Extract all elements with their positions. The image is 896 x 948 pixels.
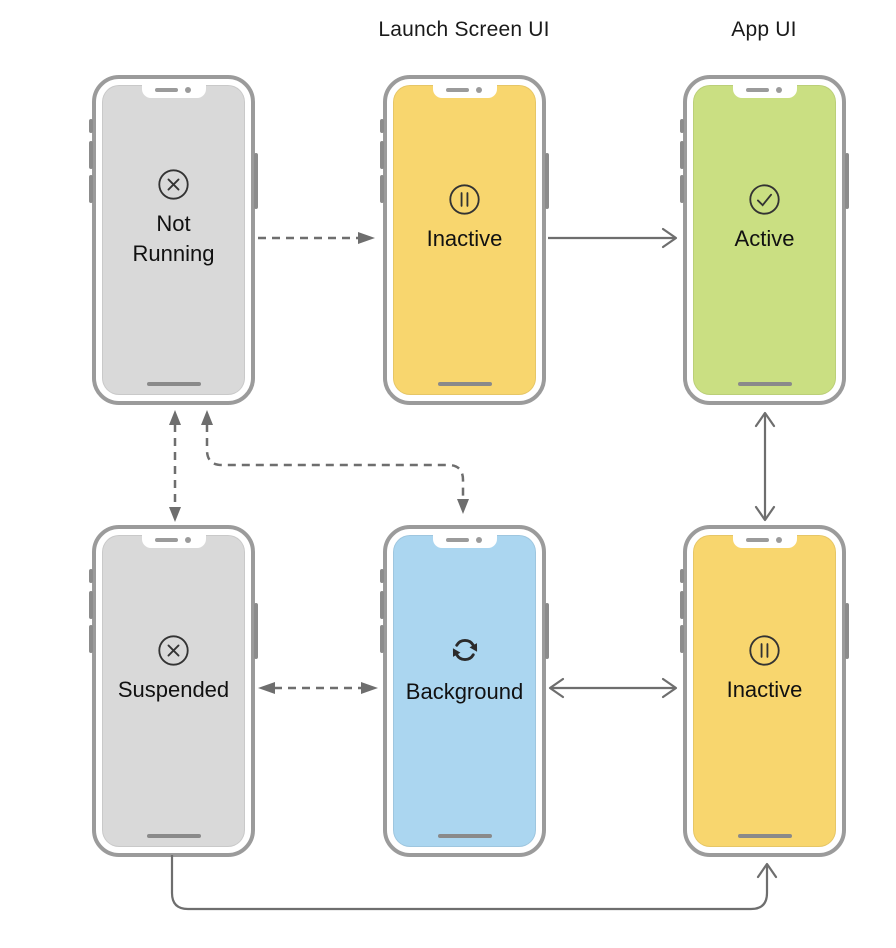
x-circle-icon <box>158 168 189 200</box>
power-button <box>845 603 849 659</box>
home-indicator <box>737 382 792 386</box>
speaker-icon <box>745 88 769 92</box>
notch <box>432 534 497 548</box>
volume-down-button <box>380 175 384 203</box>
column-header-app-ui: App UI <box>731 18 797 41</box>
speaker-icon <box>154 538 178 542</box>
state-label: Active <box>734 225 795 251</box>
speaker-icon <box>745 538 769 542</box>
phone-inactive-bottom: Inactive <box>680 525 849 857</box>
home-indicator <box>437 834 492 838</box>
notch <box>141 534 206 548</box>
notch <box>732 534 797 548</box>
state-label: Inactive <box>726 676 803 702</box>
refresh-icon <box>452 639 477 661</box>
home-indicator <box>737 834 792 838</box>
mute-switch <box>680 569 684 583</box>
arrow-suspended-to-inactive <box>170 855 778 911</box>
speaker-icon <box>445 538 469 542</box>
speaker-icon <box>445 88 469 92</box>
volume-down-button <box>89 625 93 653</box>
phone-screen: Suspended <box>102 534 245 847</box>
x-circle-icon <box>158 634 189 666</box>
arrow-not-running-background <box>201 410 469 514</box>
home-indicator <box>437 382 492 386</box>
phone-screen: Inactive <box>393 84 536 395</box>
phone-active: Active <box>680 75 849 405</box>
camera-icon <box>184 87 191 93</box>
home-indicator <box>146 834 201 838</box>
arrow-active-inactive <box>754 411 776 522</box>
mute-switch <box>380 119 384 133</box>
home-indicator <box>146 382 201 386</box>
power-button <box>254 603 258 659</box>
pause-circle-icon <box>749 634 780 666</box>
volume-down-button <box>380 625 384 653</box>
volume-up-button <box>680 591 684 619</box>
column-header-launch-screen-ui: Launch Screen UI <box>378 18 550 41</box>
power-button <box>845 153 849 209</box>
power-button <box>254 153 258 209</box>
phone-screen: Background <box>393 534 536 847</box>
mute-switch <box>680 119 684 133</box>
arrow-not-running-to-inactive <box>258 232 375 244</box>
notch <box>141 84 206 98</box>
phone-suspended: Suspended <box>89 525 258 857</box>
mute-switch <box>380 569 384 583</box>
arrow-inactive-to-active <box>548 227 678 249</box>
camera-icon <box>475 87 482 93</box>
phone-background: Background <box>380 525 549 857</box>
arrow-background-inactive <box>548 677 678 699</box>
phone-screen: Active <box>693 84 836 395</box>
speaker-icon <box>154 88 178 92</box>
volume-up-button <box>89 141 93 169</box>
state-label: Not Running <box>132 210 215 266</box>
volume-up-button <box>380 141 384 169</box>
volume-up-button <box>380 591 384 619</box>
volume-down-button <box>89 175 93 203</box>
phone-not-running: Not Running <box>89 75 258 405</box>
notch <box>732 84 797 98</box>
phone-screen: Inactive <box>693 534 836 847</box>
pause-circle-icon <box>449 183 480 215</box>
camera-icon <box>775 87 782 93</box>
volume-up-button <box>680 141 684 169</box>
camera-icon <box>775 537 782 543</box>
phone-inactive-launch: Inactive <box>380 75 549 405</box>
volume-up-button <box>89 591 93 619</box>
volume-down-button <box>680 175 684 203</box>
arrow-suspended-background <box>258 682 378 694</box>
phone-screen: Not Running <box>102 84 245 395</box>
camera-icon <box>184 537 191 543</box>
power-button <box>545 603 549 659</box>
power-button <box>545 153 549 209</box>
arrow-not-running-suspended <box>169 410 181 522</box>
notch <box>432 84 497 98</box>
mute-switch <box>89 119 93 133</box>
state-label: Inactive <box>426 225 503 251</box>
check-circle-icon <box>749 183 780 215</box>
state-label: Suspended <box>117 676 230 702</box>
volume-down-button <box>680 625 684 653</box>
mute-switch <box>89 569 93 583</box>
state-label: Background <box>405 679 524 704</box>
camera-icon <box>475 537 482 543</box>
